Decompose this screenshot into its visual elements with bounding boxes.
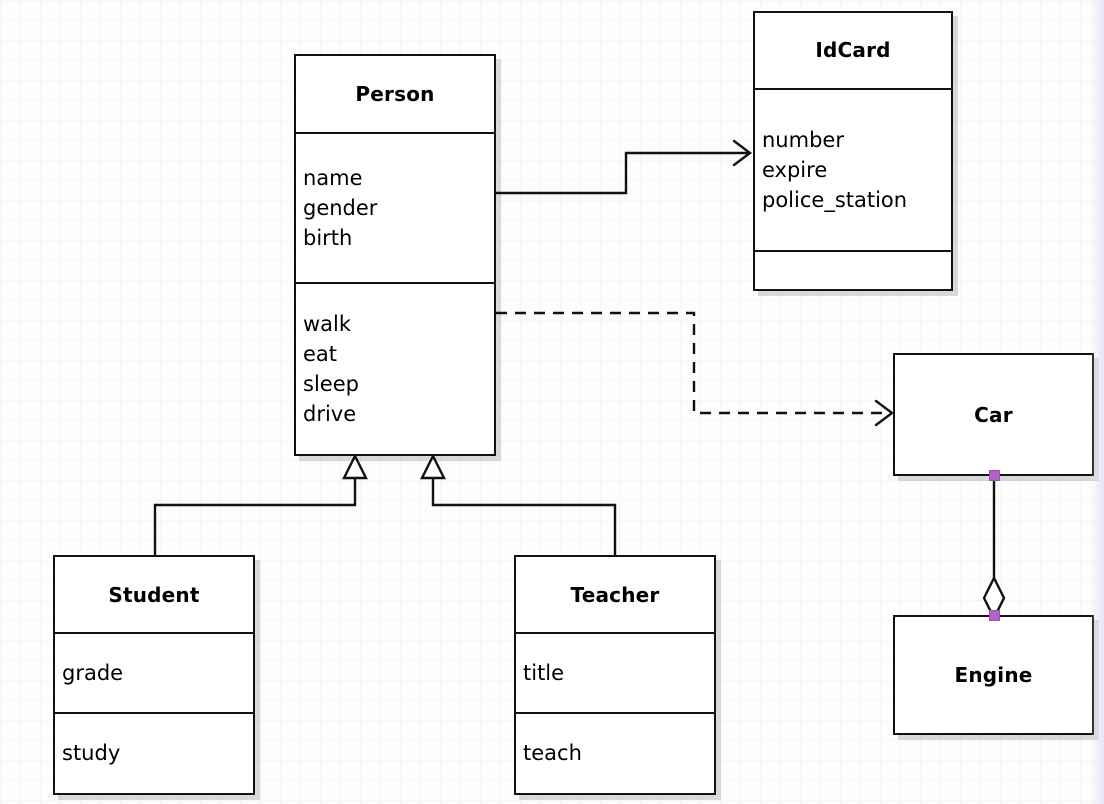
connector-person-idcard[interactable]	[496, 139, 752, 195]
person-title-compartment: Person	[296, 56, 494, 134]
teacher-method: teach	[523, 741, 582, 766]
idcard-attribute: number	[762, 127, 844, 152]
connector-student-person[interactable]	[153, 453, 368, 557]
connector-car-engine[interactable]	[982, 476, 1006, 621]
connector-teacher-person[interactable]	[420, 453, 617, 557]
student-attributes-compartment: grade	[55, 634, 253, 714]
idcard-title-compartment: IdCard	[755, 13, 951, 90]
person-attribute: name	[303, 166, 363, 190]
person-attributes-compartment: name gender birth	[296, 134, 494, 284]
student-method: study	[62, 741, 121, 766]
person-methods-compartment: walk eat sleep drive	[296, 284, 494, 454]
person-method: walk	[303, 312, 352, 336]
connector-handle-engine[interactable]	[989, 610, 1000, 621]
class-box-person[interactable]: Person name gender birth walk eat sleep …	[294, 54, 496, 456]
connector-person-car[interactable]	[496, 311, 894, 427]
car-title-compartment: Car	[895, 355, 1092, 474]
person-attribute: birth	[303, 226, 353, 250]
idcard-attribute: police_station	[762, 187, 908, 212]
engine-title-compartment: Engine	[895, 617, 1092, 733]
class-box-engine[interactable]: Engine	[893, 615, 1094, 735]
student-attribute: grade	[62, 661, 124, 685]
idcard-methods-compartment	[755, 252, 951, 289]
engine-class-name: Engine	[954, 663, 1033, 687]
idcard-attributes-compartment: number expire police_station	[755, 90, 951, 252]
student-title-compartment: Student	[55, 557, 253, 635]
student-class-name: Student	[108, 582, 200, 607]
class-box-idcard[interactable]: IdCard number expire police_station	[753, 11, 953, 291]
person-attribute: gender	[303, 196, 378, 220]
class-box-student[interactable]: Student grade study	[53, 555, 255, 795]
connector-handle-car[interactable]	[989, 470, 1000, 481]
class-box-teacher[interactable]: Teacher title teach	[514, 555, 716, 795]
student-methods-compartment: study	[55, 714, 253, 793]
person-method: sleep	[303, 372, 359, 396]
person-class-name: Person	[355, 82, 435, 106]
person-method: eat	[303, 342, 338, 366]
idcard-attribute: expire	[762, 157, 828, 182]
teacher-attribute: title	[523, 661, 565, 685]
teacher-class-name: Teacher	[570, 582, 660, 607]
person-method: drive	[303, 402, 357, 426]
class-box-car[interactable]: Car	[893, 353, 1094, 476]
idcard-class-name: IdCard	[815, 38, 891, 63]
teacher-methods-compartment: teach	[516, 714, 714, 793]
teacher-attributes-compartment: title	[516, 634, 714, 714]
teacher-title-compartment: Teacher	[516, 557, 714, 635]
car-class-name: Car	[974, 402, 1013, 427]
